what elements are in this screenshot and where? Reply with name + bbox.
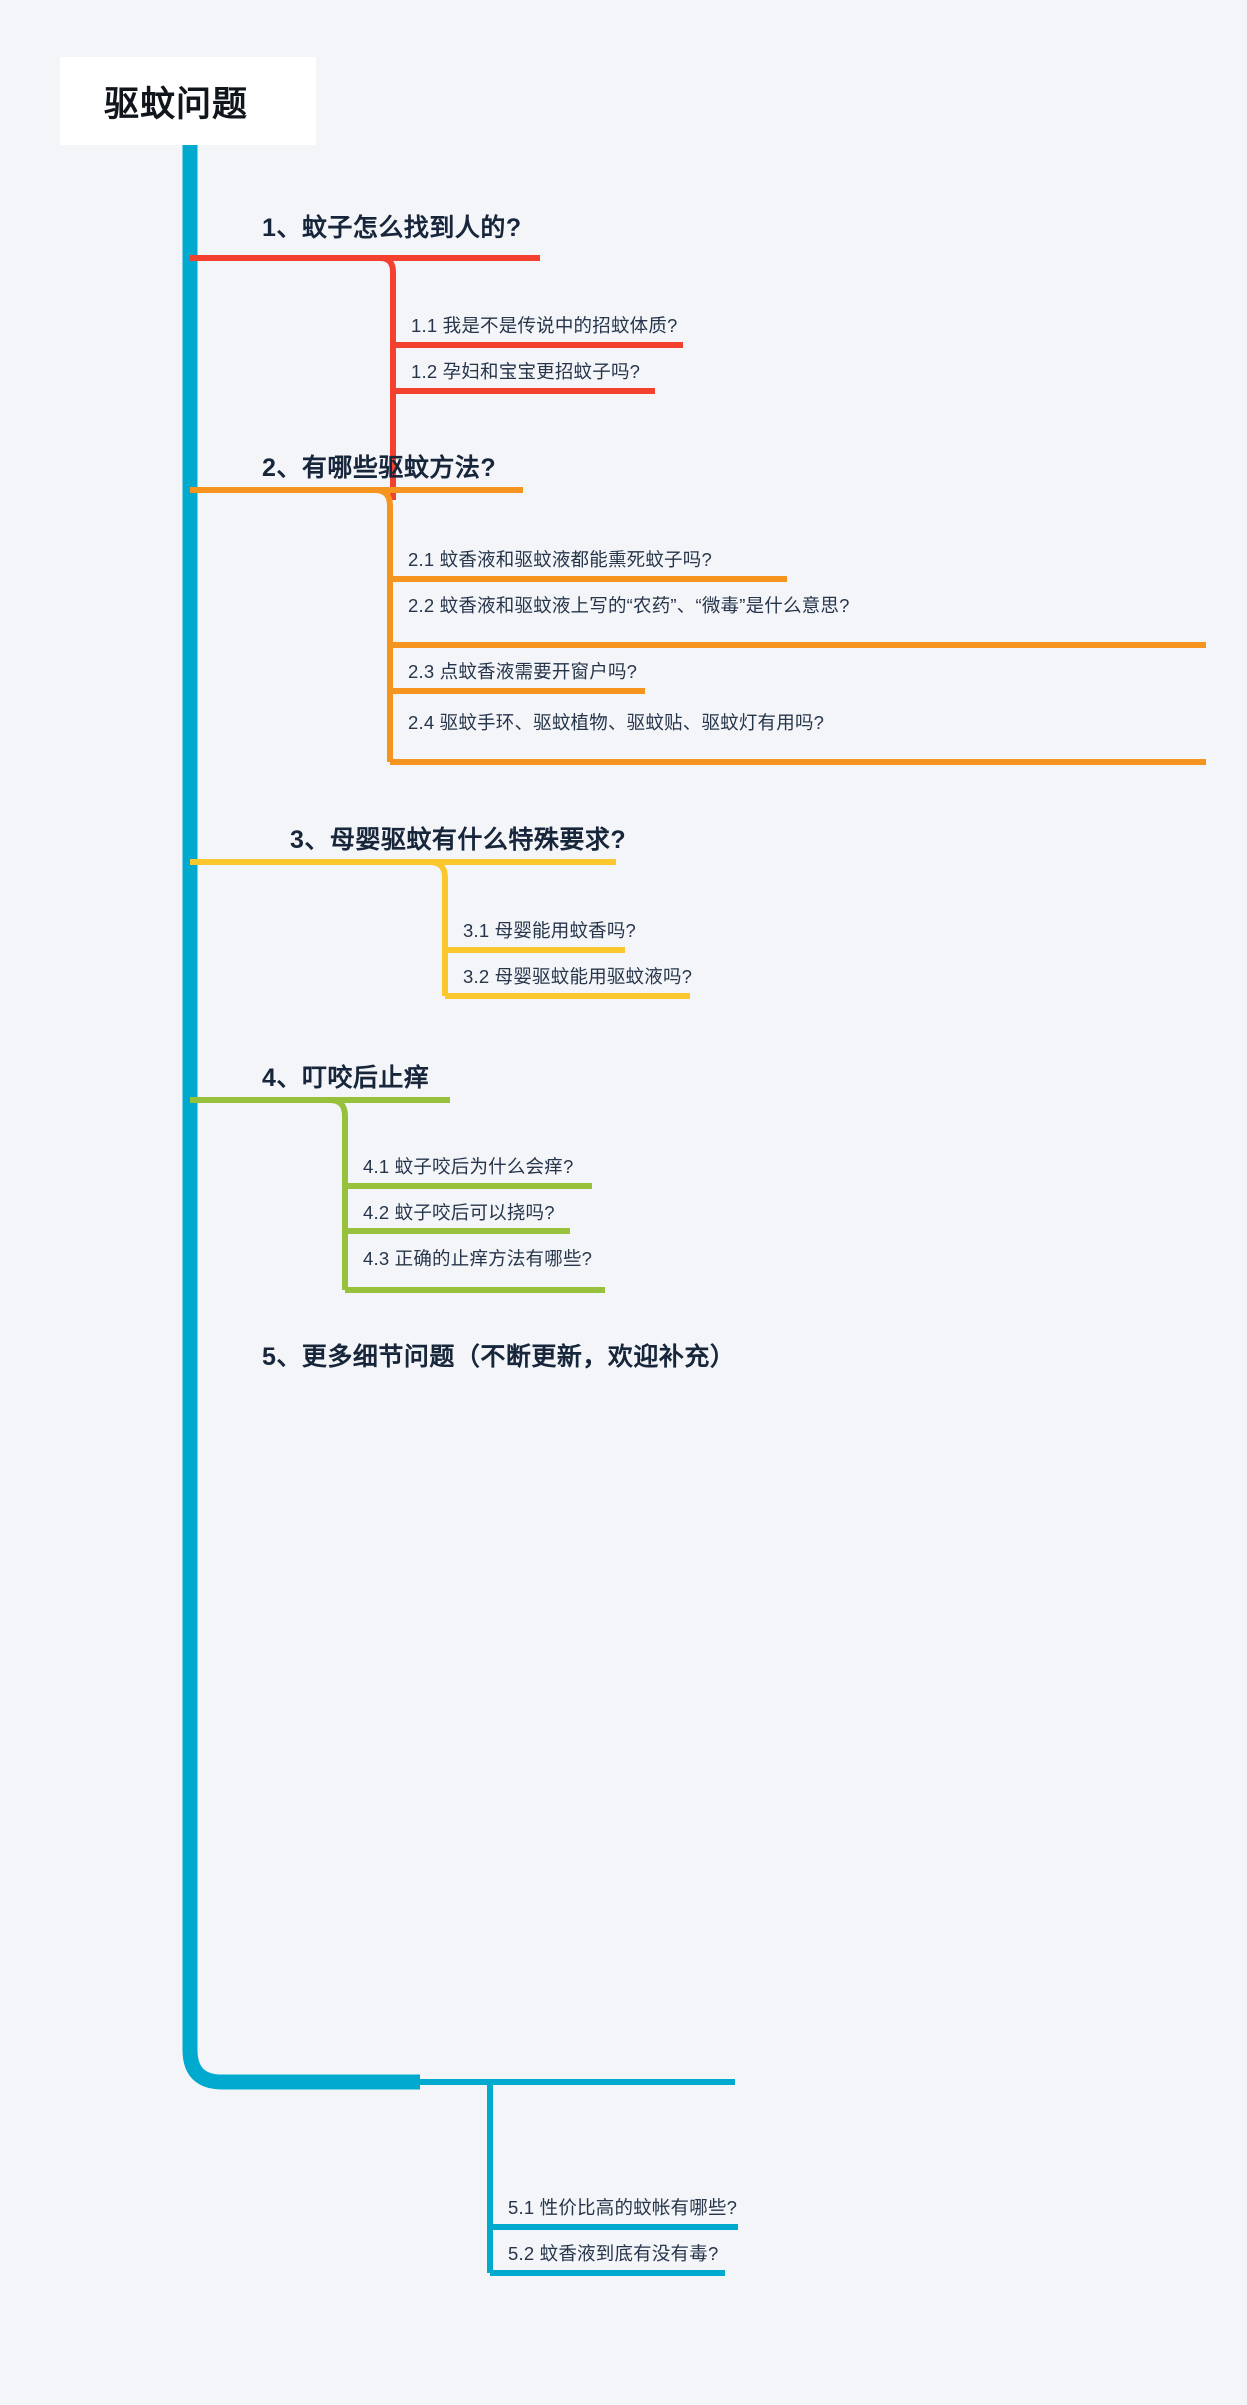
section-heading-3[interactable]: 3、母婴驱蚊有什么特殊要求? bbox=[290, 826, 627, 854]
branch-line-3 bbox=[190, 859, 448, 996]
section-3-child-1[interactable]: 3.1 母婴能用蚊香吗? bbox=[463, 920, 637, 941]
section-heading-4[interactable]: 4、叮咬后止痒 bbox=[262, 1064, 430, 1092]
section-4-child-1[interactable]: 4.1 蚊子咬后为什么会痒? bbox=[363, 1156, 574, 1177]
page-title: 驱蚊问题 bbox=[104, 84, 249, 124]
section-1-child-1[interactable]: 1.1 我是不是传说中的招蚊体质? bbox=[411, 315, 678, 336]
section-2-child-4[interactable]: 2.4 驱蚊手环、驱蚊植物、驱蚊贴、驱蚊灯有用吗? bbox=[408, 712, 825, 733]
branch-line-4 bbox=[190, 1097, 348, 1290]
trunk-line bbox=[182, 145, 420, 2090]
section-2-child-1[interactable]: 2.1 蚊香液和驱蚊液都能熏死蚊子吗? bbox=[408, 549, 712, 570]
section-heading-1[interactable]: 1、蚊子怎么找到人的? bbox=[262, 214, 522, 242]
section-1-child-2[interactable]: 1.2 孕妇和宝宝更招蚊子吗? bbox=[411, 361, 641, 382]
section-heading-2[interactable]: 2、有哪些驱蚊方法? bbox=[262, 454, 497, 482]
section-5-child-1[interactable]: 5.1 性价比高的蚊帐有哪些? bbox=[508, 2197, 738, 2218]
section-3-child-2[interactable]: 3.2 母婴驱蚊能用驱蚊液吗? bbox=[463, 966, 693, 987]
branch-line-2 bbox=[190, 487, 393, 762]
section-4-child-2[interactable]: 4.2 蚊子咬后可以挠吗? bbox=[363, 1202, 555, 1223]
section-2-child-2[interactable]: 2.2 蚊香液和驱蚊液上写的“农药”、“微毒”是什么意思? bbox=[408, 595, 850, 616]
section-heading-5[interactable]: 5、更多细节问题（不断更新，欢迎补充） bbox=[262, 1343, 736, 1371]
root-title-card[interactable]: 驱蚊问题 bbox=[60, 57, 316, 145]
section-5-child-2[interactable]: 5.2 蚊香液到底有没有毒? bbox=[508, 2243, 719, 2264]
section-4-child-3[interactable]: 4.3 正确的止痒方法有哪些? bbox=[363, 1248, 593, 1269]
section-2-child-3[interactable]: 2.3 点蚊香液需要开窗户吗? bbox=[408, 661, 638, 682]
